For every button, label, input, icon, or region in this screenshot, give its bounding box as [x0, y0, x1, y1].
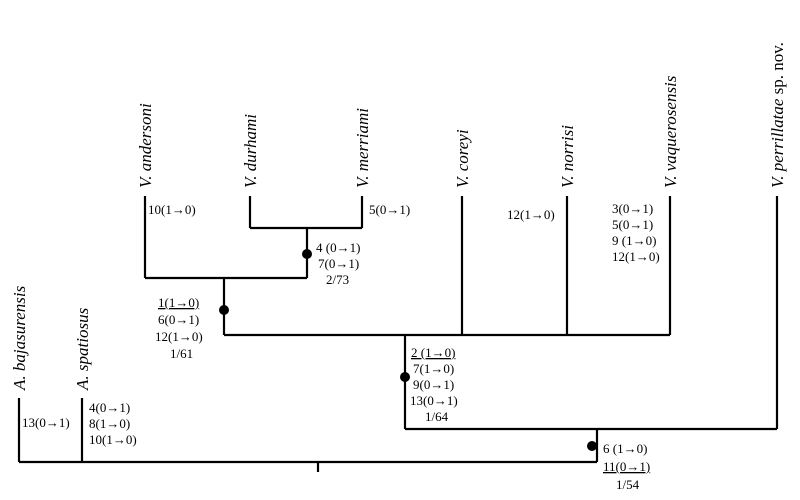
taxon-label-durhami: V. durhami: [241, 114, 260, 188]
annotation-andersoni: 10(1→0): [148, 202, 196, 217]
annotation-line: 2/73: [326, 272, 349, 287]
taxon-label-andersoni: V. andersoni: [136, 103, 155, 188]
annotation-line: 1/61: [170, 346, 193, 361]
annotation-line: 1/54: [616, 477, 640, 492]
node-marker-andersoni-clade: [219, 305, 229, 315]
annotation-vaquerosia-node: 2 (1→0) 7(1→0) 9(0→1) 13(0→1) 1/64: [410, 345, 458, 424]
character-annotations: 13(0→1) 4(0→1) 8(1→0) 10(1→0) 10(1→0) 5(…: [22, 201, 660, 492]
node-marker-durhami-merriami: [302, 249, 312, 259]
annotation-line: 10(1→0): [89, 432, 137, 447]
taxon-label-bajasurensis: A. bajasurensis: [10, 285, 29, 391]
tree-branches: [17, 196, 779, 472]
taxon-label-norrisi: V. norrisi: [558, 125, 577, 188]
annotation-line: 1/64: [425, 409, 449, 424]
node-markers: [219, 249, 597, 451]
annotation-line: 8(1→0): [89, 416, 130, 431]
node-marker-vaquerosia: [400, 372, 410, 382]
annotation-line: 5(0→1): [612, 217, 653, 232]
annotation-merriami: 5(0→1): [369, 202, 410, 217]
annotation-line: 11(0→1): [603, 459, 650, 474]
taxon-label-coreyi: V. coreyi: [453, 129, 472, 188]
annotation-norrisi: 12(1→0): [507, 207, 555, 222]
annotation-line: 13(0→1): [410, 393, 458, 408]
taxon-label-merriami: V. merriami: [353, 108, 372, 188]
annotation-vaquerosensis: 3(0→1) 5(0→1) 9 (1→0) 12(1→0): [612, 201, 660, 264]
annotation-line: 9 (1→0): [612, 233, 656, 248]
annotation-line: 9(0→1): [413, 377, 454, 392]
annotation-andersoni-clade-node: 1(1→0) 6(0→1) 12(1→0) 1/61: [155, 295, 203, 361]
taxon-label-perrillatae: V. perrillatae sp. nov.: [768, 42, 787, 188]
annotation-line: 7(1→0): [413, 361, 454, 376]
annotation-root-clade-node: 6 (1→0) 11(0→1) 1/54: [603, 441, 650, 492]
annotation-line: 12(1→0): [155, 329, 203, 344]
node-marker-root-clade: [587, 441, 597, 451]
taxon-label-vaquerosensis: V. vaquerosensis: [661, 75, 680, 188]
taxon-label-spatiosus: A. spatiosus: [73, 307, 92, 391]
annotation-line: 6 (1→0): [603, 441, 647, 456]
annotation-bajasurensis: 13(0→1): [22, 415, 70, 430]
annotation-line: 2 (1→0): [411, 345, 455, 360]
annotation-line: 1(1→0): [158, 295, 199, 310]
annotation-line: 4(0→1): [89, 400, 130, 415]
annotation-line: 4 (0→1): [316, 240, 360, 255]
annotation-spatiosus: 4(0→1) 8(1→0) 10(1→0): [89, 400, 137, 447]
taxon-labels: A. bajasurensis A. spatiosus V. anderson…: [10, 42, 787, 391]
annotation-durhami-merriami-node: 4 (0→1) 7(0→1) 2/73: [316, 240, 360, 287]
annotation-line: 3(0→1): [612, 201, 653, 216]
annotation-line: 6(0→1): [158, 312, 199, 327]
annotation-line: 7(0→1): [318, 256, 359, 271]
annotation-line: 12(1→0): [612, 249, 660, 264]
